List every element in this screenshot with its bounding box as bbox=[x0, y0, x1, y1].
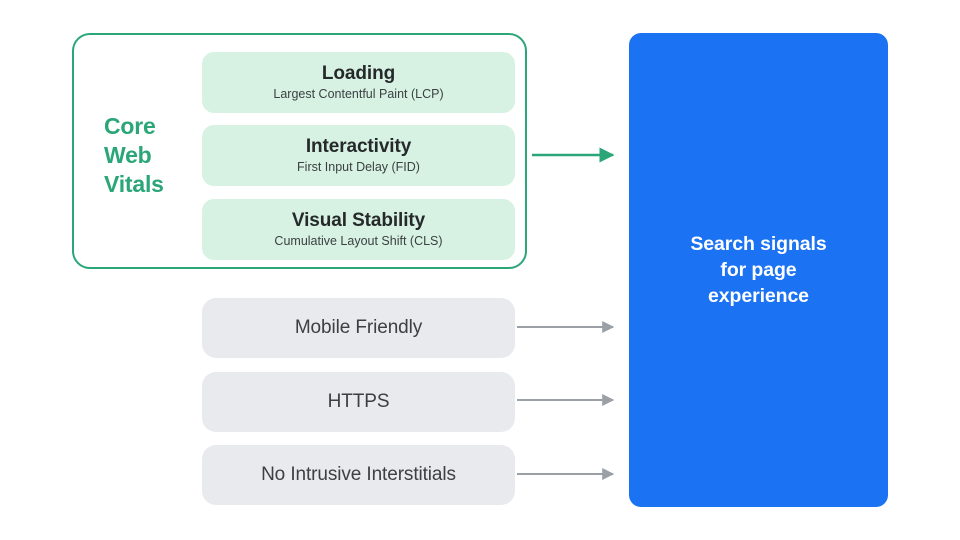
core-web-vitals-group bbox=[72, 33, 527, 269]
vital-title: Interactivity bbox=[305, 136, 412, 157]
core-web-vitals-label-line-1: Core bbox=[104, 113, 156, 139]
vital-card-loading: Loading Largest Contentful Paint (LCP) bbox=[202, 52, 515, 113]
vital-subtitle: Cumulative Layout Shift (CLS) bbox=[274, 234, 443, 248]
vital-card-visual-stability: Visual Stability Cumulative Layout Shift… bbox=[202, 199, 515, 260]
vital-title: Loading bbox=[321, 63, 396, 84]
search-signals-panel: Search signals for page experience bbox=[629, 33, 888, 507]
signal-label: HTTPS bbox=[327, 391, 390, 412]
signal-label: Mobile Friendly bbox=[294, 317, 423, 338]
signal-label: No Intrusive Interstitials bbox=[261, 464, 456, 485]
core-web-vitals-group-label: Core Web Vitals bbox=[104, 112, 196, 199]
signal-card-mobile-friendly: Mobile Friendly bbox=[202, 298, 515, 358]
core-web-vitals-label-line-2: Web bbox=[104, 142, 152, 168]
search-signals-panel-text: Search signals for page experience bbox=[690, 233, 827, 307]
vital-title: Visual Stability bbox=[291, 210, 426, 231]
core-web-vitals-label-line-3: Vitals bbox=[104, 171, 164, 197]
signal-card-no-intrusive-interstitials: No Intrusive Interstitials bbox=[202, 445, 515, 505]
vital-subtitle: First Input Delay (FID) bbox=[297, 160, 420, 174]
vital-subtitle: Largest Contentful Paint (LCP) bbox=[273, 87, 444, 101]
vital-card-interactivity: Interactivity First Input Delay (FID) bbox=[202, 125, 515, 186]
signal-card-https: HTTPS bbox=[202, 372, 515, 432]
